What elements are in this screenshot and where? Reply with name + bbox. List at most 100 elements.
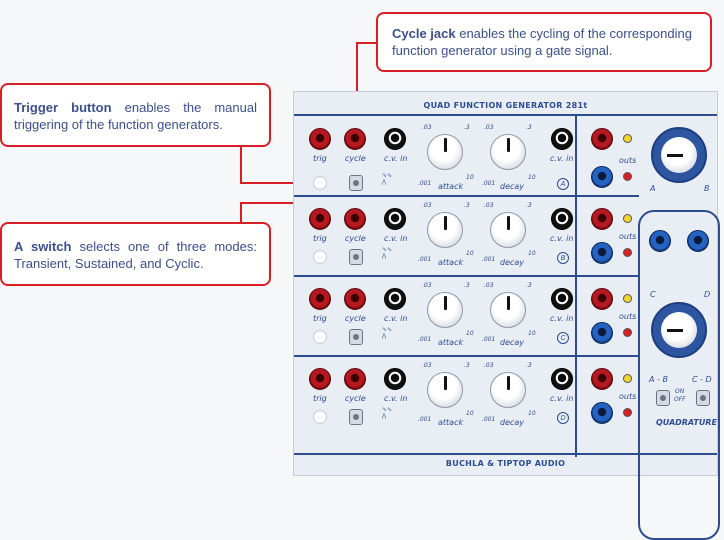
status-led-yellow <box>623 374 632 383</box>
trigger-button[interactable] <box>313 410 327 424</box>
output-jack-blue[interactable] <box>591 322 613 344</box>
cycle-jack[interactable] <box>344 208 366 230</box>
mode-icons: ∿∿/\ <box>382 172 393 186</box>
switch-off-label: OFF <box>674 396 686 403</box>
cycle-jack-callout: Cycle jack enables the cycling of the co… <box>376 12 712 72</box>
trig-jack[interactable] <box>309 208 331 230</box>
trigger-button[interactable] <box>313 176 327 190</box>
trig-jack[interactable] <box>309 288 331 310</box>
quad-label-ab: A - B <box>649 375 668 384</box>
tick-label: 10 <box>528 410 536 417</box>
trigger-button-callout: Trigger button enables the manual trigge… <box>0 83 271 147</box>
decay-cv-in-jack[interactable] <box>551 368 573 390</box>
decay-cv-in-jack[interactable] <box>551 208 573 230</box>
attack-knob[interactable] <box>427 212 463 248</box>
mode-switch[interactable] <box>349 329 363 345</box>
channel-letter: C <box>557 332 569 344</box>
tick-label: .03 <box>484 282 494 289</box>
decay-knob[interactable] <box>490 134 526 170</box>
output-jack-blue[interactable] <box>591 242 613 264</box>
cv-in-label: c.v. in <box>384 394 408 403</box>
quadrature-switch-ab[interactable] <box>656 390 670 406</box>
status-led-red <box>623 172 632 181</box>
cycle-label: cycle <box>345 394 366 403</box>
output-jack-red[interactable] <box>591 368 613 390</box>
cycle-jack[interactable] <box>344 368 366 390</box>
attack-knob[interactable] <box>427 134 463 170</box>
attack-label: attack <box>438 338 464 347</box>
attack-label: attack <box>438 182 464 191</box>
callout-title: Cycle jack <box>392 26 456 41</box>
decay-knob[interactable] <box>490 292 526 328</box>
cycle-label: cycle <box>345 314 366 323</box>
tick-label: .3 <box>526 202 532 209</box>
cv-in-label: c.v. in <box>384 154 408 163</box>
quadrature-knob-cd[interactable] <box>651 302 707 358</box>
outs-label: outs <box>619 392 637 401</box>
cv-in-label: c.v. in <box>550 314 574 323</box>
trig-jack[interactable] <box>309 368 331 390</box>
quadrature-label: QUADRATURE <box>656 418 717 427</box>
decay-knob[interactable] <box>490 372 526 408</box>
cycle-jack[interactable] <box>344 128 366 150</box>
cycle-callout-leader-vertical <box>356 42 358 128</box>
trigger-button[interactable] <box>313 330 327 344</box>
cv-in-jack[interactable] <box>384 288 406 310</box>
quadrature-knob-ab[interactable] <box>651 127 707 183</box>
quad-label-cd: C - D <box>692 375 712 384</box>
bottom-rule <box>294 453 717 455</box>
tick-label: .03 <box>484 362 494 369</box>
row-divider <box>294 195 639 197</box>
decay-knob[interactable] <box>490 212 526 248</box>
cv-in-jack[interactable] <box>384 128 406 150</box>
tick-label: 10 <box>466 410 474 417</box>
quadrature-jack-right[interactable] <box>687 230 709 252</box>
attack-knob[interactable] <box>427 292 463 328</box>
output-jack-blue[interactable] <box>591 166 613 188</box>
mode-icons: ∿∿/\ <box>382 326 393 340</box>
decay-cv-in-jack[interactable] <box>551 128 573 150</box>
row-divider <box>294 355 639 357</box>
tick-label: 10 <box>466 174 474 181</box>
callout-title: A switch <box>14 239 72 254</box>
trig-label: trig <box>313 314 327 323</box>
trig-label: trig <box>313 234 327 243</box>
cycle-jack[interactable] <box>344 288 366 310</box>
tick-label: .3 <box>526 362 532 369</box>
module-panel: QUAD FUNCTION GENERATOR 281t trig cycle … <box>293 91 720 540</box>
cv-in-jack[interactable] <box>384 208 406 230</box>
cv-in-label: c.v. in <box>550 154 574 163</box>
outs-divider <box>575 114 577 457</box>
decay-cv-in-jack[interactable] <box>551 288 573 310</box>
trig-label: trig <box>313 394 327 403</box>
quad-label-d: D <box>704 290 711 299</box>
decay-label: decay <box>500 418 525 427</box>
channel-row-b: trig cycle c.v. in ∿∿/\ .03 .3 .03 .3 .0… <box>294 196 639 276</box>
tick-label: .001 <box>418 416 432 423</box>
mode-switch[interactable] <box>349 175 363 191</box>
mode-switch[interactable] <box>349 249 363 265</box>
tick-label: .3 <box>464 202 470 209</box>
quadrature-switch-cd[interactable] <box>696 390 710 406</box>
output-jack-blue[interactable] <box>591 402 613 424</box>
mode-switch[interactable] <box>349 409 363 425</box>
tick-label: .001 <box>482 336 496 343</box>
output-jack-red[interactable] <box>591 288 613 310</box>
cv-in-label: c.v. in <box>384 314 408 323</box>
output-jack-red[interactable] <box>591 208 613 230</box>
switch-on-label: ON <box>675 388 685 395</box>
quad-label-a: A <box>650 184 656 193</box>
switch-callout-leader <box>240 202 242 222</box>
trigger-button[interactable] <box>313 250 327 264</box>
attack-knob[interactable] <box>427 372 463 408</box>
output-jack-red[interactable] <box>591 128 613 150</box>
quadrature-jack-left[interactable] <box>649 230 671 252</box>
cv-in-jack[interactable] <box>384 368 406 390</box>
channel-row-a: trig cycle c.v. in ∿∿/\ .03 .3 .03 .3 .0… <box>294 114 639 194</box>
trig-jack[interactable] <box>309 128 331 150</box>
cv-in-label: c.v. in <box>550 394 574 403</box>
tick-label: .3 <box>526 124 532 131</box>
tick-label: .3 <box>464 124 470 131</box>
tick-label: .001 <box>482 180 496 187</box>
tick-label: .03 <box>422 282 432 289</box>
